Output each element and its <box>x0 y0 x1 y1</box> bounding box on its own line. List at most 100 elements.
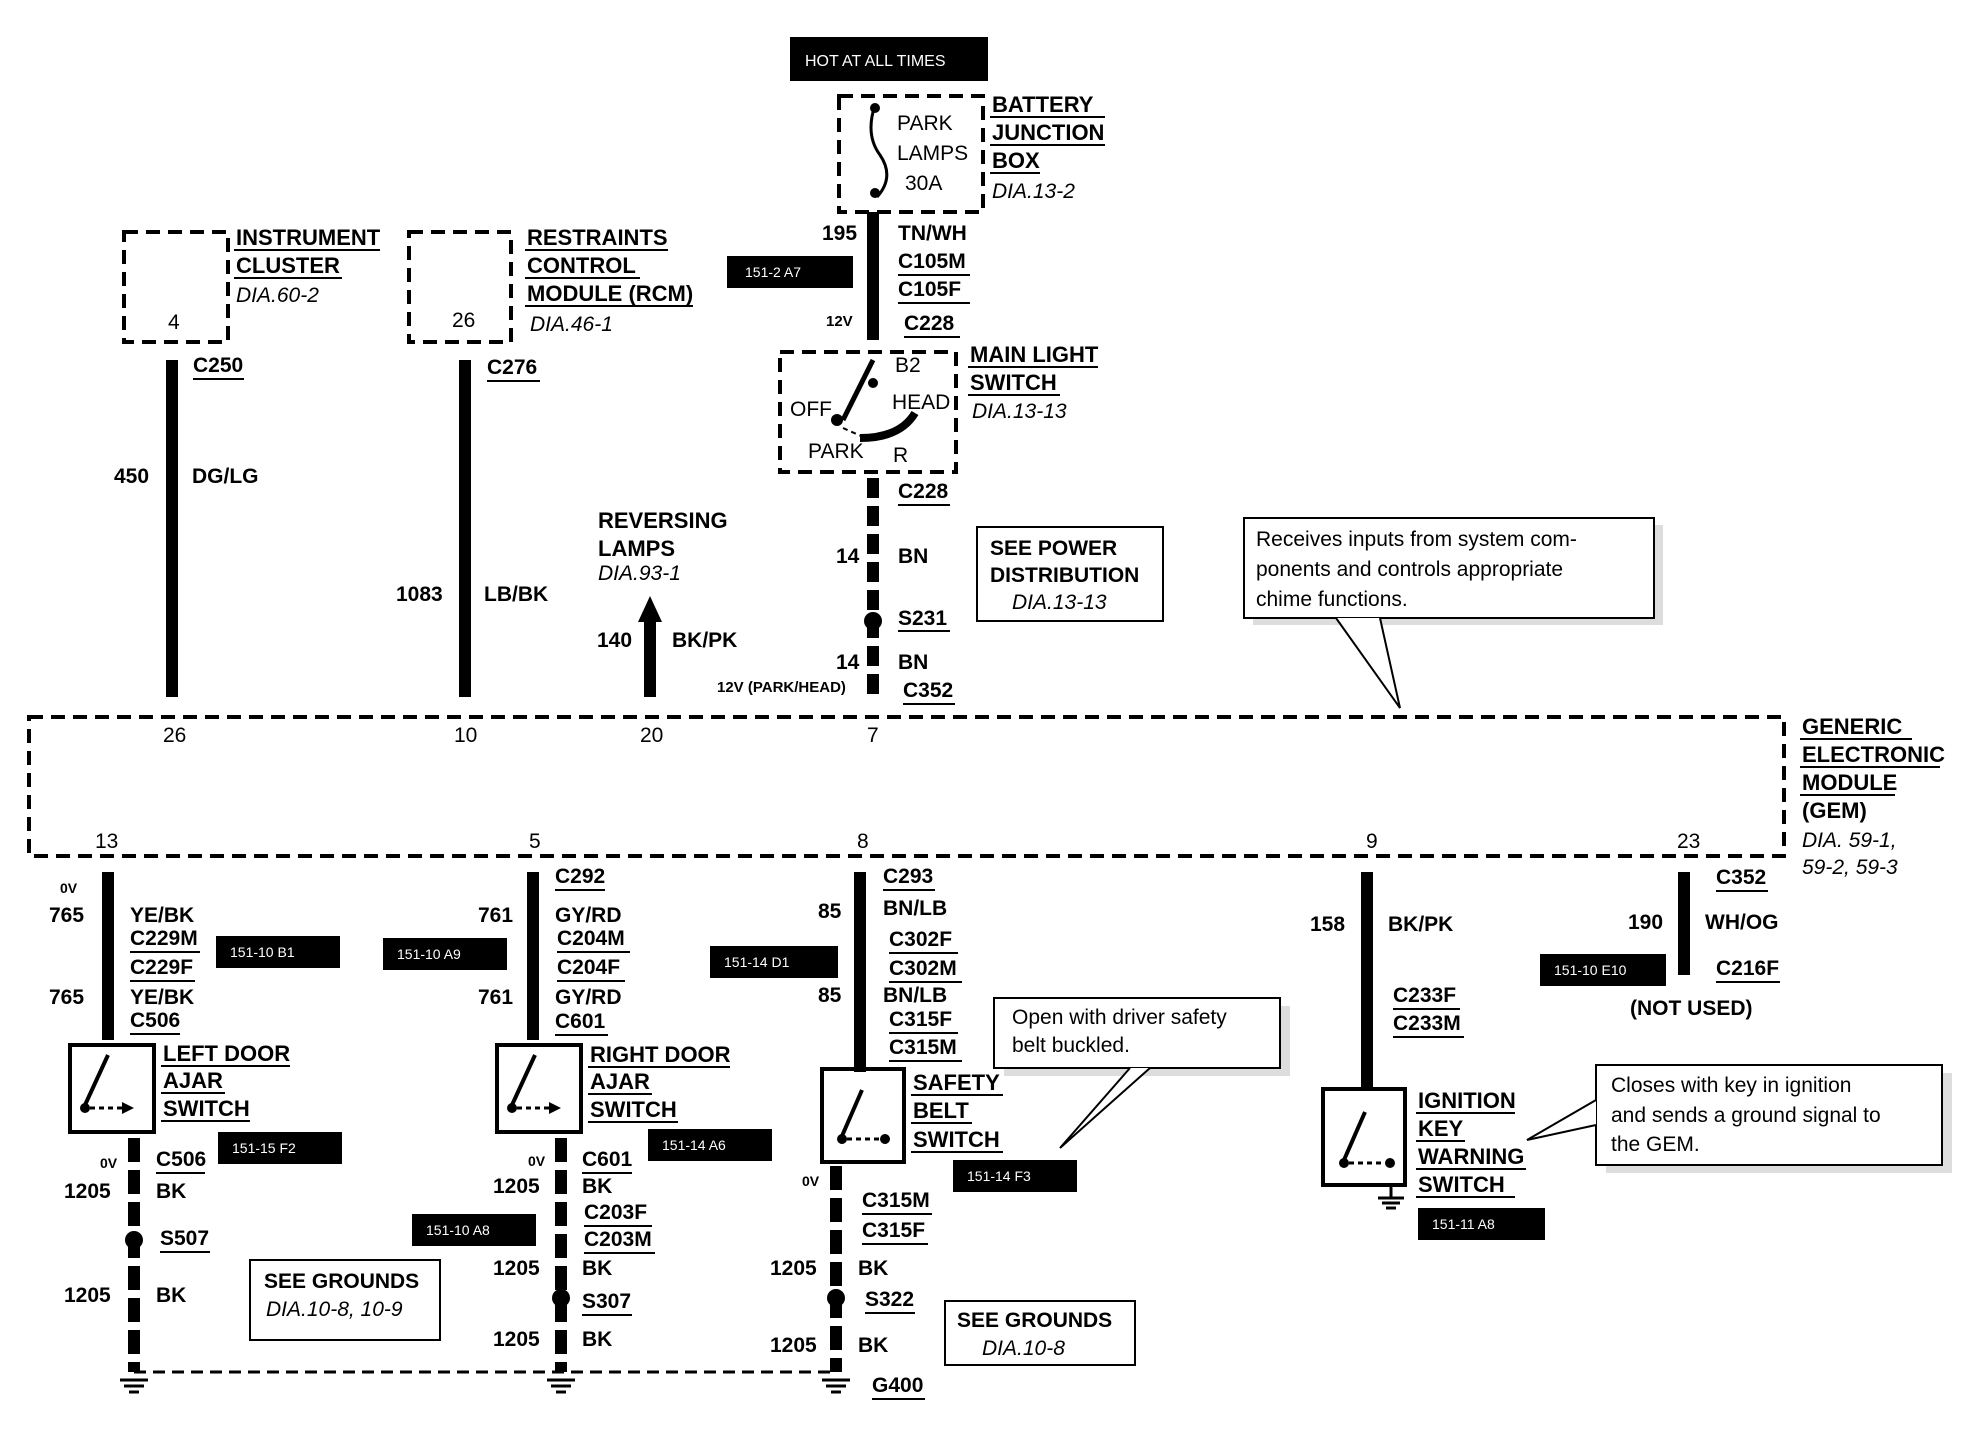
note-key-3: the GEM. <box>1611 1133 1700 1156</box>
rda-title-2: AJAR <box>590 1069 650 1094</box>
label-1205d: 1205 <box>493 1257 540 1280</box>
label-190: 190 <box>1628 911 1663 934</box>
label-c203m: C203M <box>584 1228 652 1251</box>
lda-title-1: LEFT DOOR <box>163 1041 290 1066</box>
label-c506b: C506 <box>156 1148 206 1171</box>
see-grounds-1 <box>249 1259 441 1341</box>
label-c233f: C233F <box>1393 984 1456 1007</box>
tag-t7-text: 151-14 A6 <box>662 1137 726 1153</box>
label-14a: 14 <box>836 545 860 568</box>
gem-ref-1: DIA. 59-1, <box>1802 829 1897 852</box>
msw-ref: DIA.13-13 <box>972 400 1067 423</box>
tag-t6-text: 151-15 F2 <box>232 1140 296 1156</box>
main-light-switch-box <box>778 350 958 474</box>
see-power-ref: DIA.13-13 <box>1012 591 1107 614</box>
note-belt-1: Open with driver safety <box>1012 1006 1227 1029</box>
tag-t5-text: 151-10 E10 <box>1554 962 1627 978</box>
rda-title-1: RIGHT DOOR <box>590 1042 731 1067</box>
label-1205a: 1205 <box>64 1180 111 1203</box>
gem-title-3: MODULE <box>1802 770 1897 795</box>
bjb-title-3: BOX <box>992 148 1040 173</box>
label-s322: S322 <box>865 1288 914 1311</box>
tag-t1-text: 151-2 A7 <box>745 264 801 280</box>
label-c315m2: C315M <box>862 1189 930 1212</box>
rcm-title-3: MODULE (RCM) <box>527 281 693 306</box>
label-195: 195 <box>822 222 857 245</box>
label-gyrd2: GY/RD <box>555 986 622 1009</box>
label-c276: C276 <box>487 356 537 379</box>
msw-head: HEAD <box>892 391 950 414</box>
label-c601b: C601 <box>582 1148 633 1171</box>
label-bn1: BN <box>898 545 928 568</box>
label-1205f: 1205 <box>770 1257 817 1280</box>
label-c302f: C302F <box>889 928 952 951</box>
ikw-title-3: WARNING <box>1418 1144 1524 1169</box>
label-1205c: 1205 <box>493 1175 540 1198</box>
tag-t3-text: 151-10 A9 <box>397 946 461 962</box>
ground-icon <box>822 1378 850 1394</box>
see-grounds-2 <box>944 1300 1136 1366</box>
label-c315f: C315F <box>889 1008 952 1031</box>
label-c105f: C105F <box>898 278 961 301</box>
tag-t8 <box>412 1214 536 1246</box>
label-bn2: BN <box>898 651 928 674</box>
gem-pin-9: 9 <box>1366 830 1378 853</box>
label-0v-4: 0V <box>802 1173 820 1189</box>
label-c292: C292 <box>555 865 605 888</box>
gem-pin-10: 10 <box>454 724 477 747</box>
label-yebk2: YE/BK <box>130 986 194 1009</box>
label-bk4: BK <box>582 1257 612 1280</box>
msw-park: PARK <box>808 440 864 463</box>
label-c506a: C506 <box>130 1009 180 1032</box>
tag-t8-text: 151-10 A8 <box>426 1222 490 1238</box>
label-gyrd1: GY/RD <box>555 904 622 927</box>
label-c315f2: C315F <box>862 1219 925 1242</box>
note-gem-1: Receives inputs from system com- <box>1256 528 1577 551</box>
gem-title-2: ELECTRONIC <box>1802 742 1945 767</box>
msw-off: OFF <box>790 398 832 421</box>
label-14b: 14 <box>836 651 860 674</box>
note-gem-3: chime functions. <box>1256 588 1408 611</box>
label-s507: S507 <box>160 1227 209 1250</box>
label-yebk1: YE/BK <box>130 904 194 927</box>
label-c352a: C352 <box>903 679 953 702</box>
instrument-cluster-box <box>122 230 230 344</box>
label-not-used: (NOT USED) <box>1630 997 1753 1020</box>
sb-title-3: SWITCH <box>913 1127 1000 1152</box>
label-c203f: C203F <box>584 1201 647 1224</box>
gem-pin-23: 23 <box>1677 830 1700 853</box>
lda-title-2: AJAR <box>163 1068 223 1093</box>
left-door-ajar-switch <box>68 1043 156 1134</box>
bjb-ref: DIA.13-2 <box>992 180 1075 203</box>
label-c250: C250 <box>193 354 243 377</box>
ground-icon <box>547 1378 575 1394</box>
label-c204m: C204M <box>557 927 625 950</box>
label-c233m: C233M <box>1393 1012 1461 1035</box>
see-power-1: SEE POWER <box>990 537 1117 560</box>
label-c229m: C229M <box>130 927 198 950</box>
see-grounds-1-ref: DIA.10-8, 10-9 <box>266 1298 403 1321</box>
lda-title-3: SWITCH <box>163 1096 250 1121</box>
see-grounds-2-title: SEE GROUNDS <box>957 1309 1112 1332</box>
tag-t7 <box>648 1129 772 1161</box>
label-c105m: C105M <box>898 250 966 273</box>
tag-t4-text: 151-14 D1 <box>724 954 790 970</box>
note-belt-2: belt buckled. <box>1012 1034 1130 1057</box>
tag-t10 <box>1418 1208 1545 1240</box>
fuse-label-2: LAMPS <box>897 142 968 165</box>
gem-pin-8: 8 <box>857 830 869 853</box>
right-door-ajar-switch <box>495 1043 583 1134</box>
label-bk3: BK <box>582 1175 612 1198</box>
label-765a: 765 <box>49 904 84 927</box>
rev-title-2: LAMPS <box>598 536 675 561</box>
label-s231: S231 <box>898 607 947 630</box>
label-1205e: 1205 <box>493 1328 540 1351</box>
label-85a: 85 <box>818 900 842 923</box>
note-gem-2: ponents and controls appropriate <box>1256 558 1563 581</box>
hot-label: HOT AT ALL TIMES <box>805 53 946 70</box>
rev-title-1: REVERSING <box>598 508 728 533</box>
ignition-key-warning-switch <box>1321 1087 1407 1187</box>
label-761a: 761 <box>478 904 513 927</box>
msw-title-1: MAIN LIGHT <box>970 342 1099 367</box>
label-bk2: BK <box>156 1284 186 1307</box>
